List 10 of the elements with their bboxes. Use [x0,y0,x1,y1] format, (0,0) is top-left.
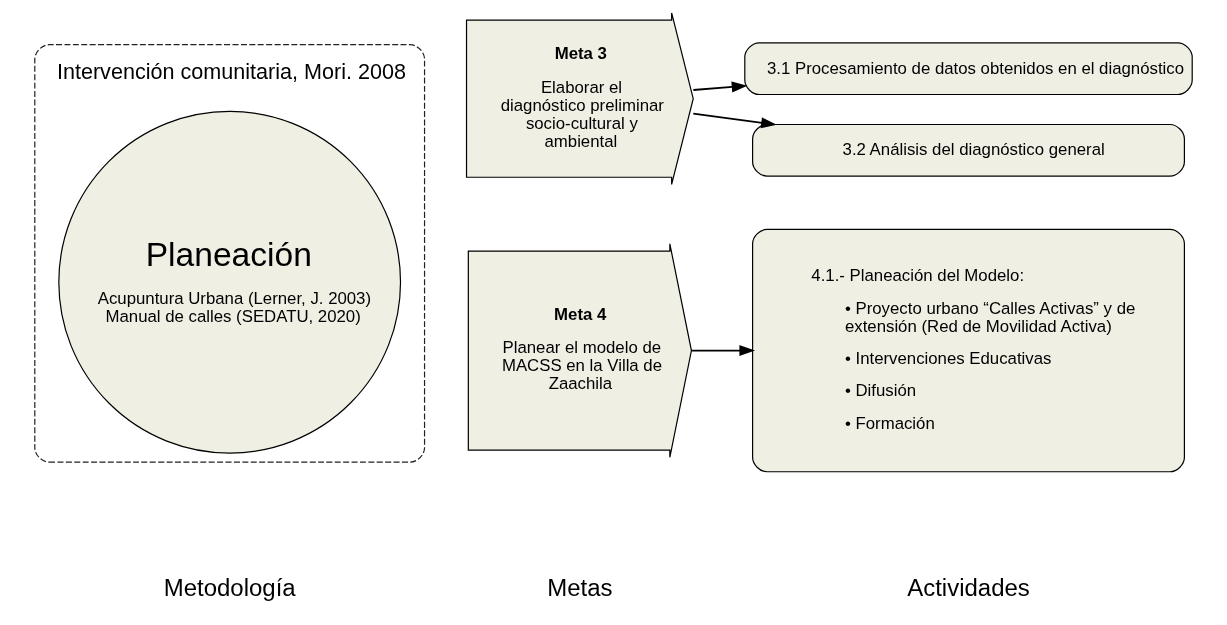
label: Metodología [163,574,296,602]
node-box: 3.2 Análisis del diagnóstico general [752,123,1185,177]
node-circle: Planeación Acupuntura Urbana (Lerner, J. 2003) Manual de calles (SEDATU, 2020) [58,110,402,454]
arrow [692,81,748,93]
label: Metas [547,574,613,602]
arrow [690,345,755,357]
node-box: 4.1.- Planeación del Modelo: • Proyecto urbano “Calles Activas” y de extensión (Red de Movilidad Activa) • Intervenciones Educativas • Difusión • Formación [752,228,1185,473]
node-box: 3.1 Procesamiento de datos obtenidos en el diagnóstico [744,42,1193,96]
label: Actividades [907,574,1030,602]
arrow [692,112,777,129]
